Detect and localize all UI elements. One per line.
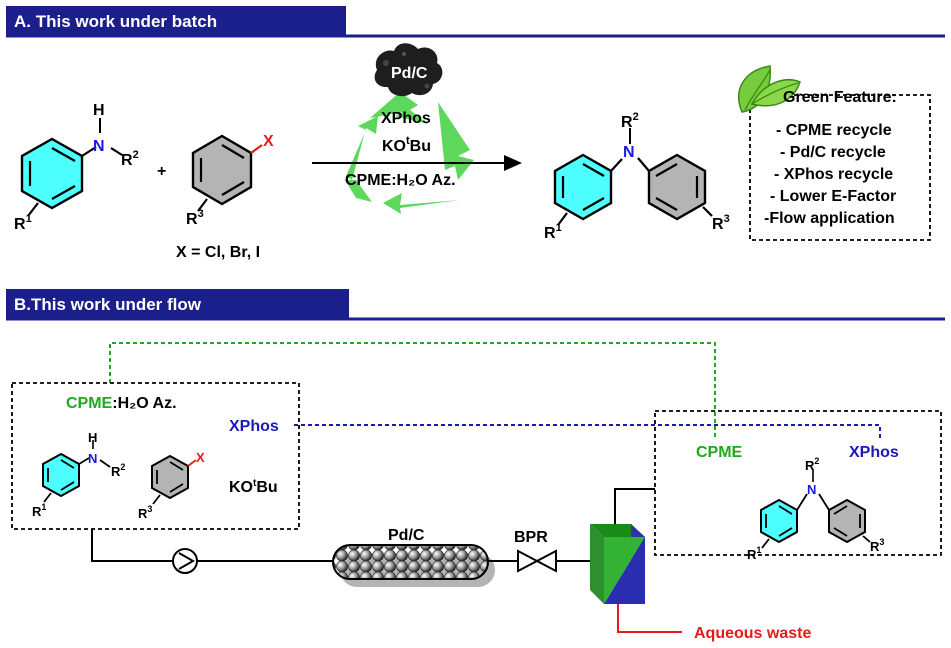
section-a-header: A. This work under batch bbox=[6, 6, 945, 38]
flow-product-r1: R bbox=[747, 547, 757, 562]
packed-bed-column bbox=[332, 544, 495, 587]
green-feature-item-1: - CPME recycle bbox=[776, 122, 892, 139]
flow-xphos-right: XPhos bbox=[849, 444, 899, 461]
flow-product-n: N bbox=[807, 482, 816, 497]
flow-base-sup: t bbox=[253, 478, 257, 489]
green-feature-item-4: - Lower E-Factor bbox=[770, 188, 896, 205]
flow-amine-n: N bbox=[88, 451, 97, 466]
product-r1-label: R bbox=[544, 225, 556, 242]
svg-text:R1: R1 bbox=[747, 545, 761, 562]
flow-solvent-rest: :H₂O Az. bbox=[112, 395, 176, 412]
column-label: Pd/C bbox=[388, 527, 425, 544]
flow-halide-r3-sup: 3 bbox=[147, 504, 152, 514]
svg-text:KOtBu: KOtBu bbox=[229, 478, 278, 496]
batch-base-main: KO bbox=[382, 138, 406, 155]
product-r1-sup: 1 bbox=[556, 222, 562, 234]
svg-text:KOtBu: KOtBu bbox=[382, 135, 431, 155]
flow-product-r3: R bbox=[870, 539, 880, 554]
amine-n-label: N bbox=[93, 138, 105, 155]
svg-text:R3: R3 bbox=[870, 537, 884, 554]
amine-h-label: H bbox=[93, 102, 105, 119]
product-n-label: N bbox=[623, 144, 635, 161]
svg-text:CPME:H₂O Az.: CPME:H₂O Az. bbox=[66, 395, 177, 412]
svg-text:R3: R3 bbox=[712, 213, 730, 233]
cpme-recycle-line bbox=[109, 342, 716, 440]
feed-tubing bbox=[91, 529, 172, 562]
flow-halide-r3: R bbox=[138, 506, 148, 521]
flow-product-r3-sup: 3 bbox=[879, 537, 884, 547]
batch-halide-structure: X R3 X = Cl, Br, I bbox=[176, 133, 274, 261]
flow-amine-h: H bbox=[88, 430, 97, 445]
batch-base-tail: Bu bbox=[410, 138, 431, 155]
flow-base-main: KO bbox=[229, 479, 253, 496]
aqueous-outlet-tubing bbox=[617, 604, 682, 633]
svg-text:R1: R1 bbox=[544, 222, 562, 242]
svg-text:R3: R3 bbox=[138, 504, 152, 521]
product-r2-label: R bbox=[621, 114, 633, 131]
halide-r3-label: R bbox=[186, 211, 198, 228]
bpr-label: BPR bbox=[514, 529, 548, 546]
amine-r1-label: R bbox=[14, 216, 26, 233]
green-feature-item-2: - Pd/C recycle bbox=[780, 144, 886, 161]
flow-solvent-cpme: CPME bbox=[66, 395, 113, 412]
flow-halide-x: X bbox=[196, 450, 205, 465]
flow-amine-r2: R bbox=[111, 464, 121, 479]
amine-r1-sup: 1 bbox=[26, 213, 32, 225]
section-a-title: A. This work under batch bbox=[14, 12, 217, 31]
flow-product-r2: R bbox=[805, 458, 815, 473]
aqueous-waste-label: Aqueous waste bbox=[694, 625, 811, 642]
bpr-valve-icon bbox=[517, 549, 557, 573]
product-box bbox=[654, 410, 942, 556]
flow-amine-r1-sup: 1 bbox=[41, 502, 46, 512]
batch-solvent-label: CPME:H₂O Az. bbox=[345, 172, 456, 189]
batch-ligand-label: XPhos bbox=[381, 110, 431, 127]
pump-icon bbox=[172, 548, 198, 574]
halide-x-label: X bbox=[263, 133, 274, 150]
svg-text:R2: R2 bbox=[805, 456, 819, 473]
svg-text:R1: R1 bbox=[32, 502, 46, 519]
product-r3-label: R bbox=[712, 216, 724, 233]
plus-sign: + bbox=[157, 163, 166, 180]
green-feature-item-3: - XPhos recycle bbox=[774, 166, 893, 183]
leaf-icon bbox=[737, 65, 801, 113]
svg-text:R2: R2 bbox=[121, 149, 139, 169]
catalyst-powder-icon bbox=[374, 43, 443, 97]
batch-catalyst-label: Pd/C bbox=[391, 65, 428, 82]
svg-text:R3: R3 bbox=[186, 208, 204, 228]
flow-halide-structure: X R3 bbox=[138, 450, 205, 521]
flow-xphos-left: XPhos bbox=[229, 418, 279, 435]
flow-amine-r1: R bbox=[32, 504, 42, 519]
green-feature-item-5: -Flow application bbox=[764, 210, 895, 227]
section-b-title: B.This work under flow bbox=[14, 295, 202, 314]
halide-caption: X = Cl, Br, I bbox=[176, 244, 260, 261]
batch-base-sup: t bbox=[406, 135, 410, 147]
amine-r2-sup: 2 bbox=[133, 149, 139, 161]
amine-r2-label: R bbox=[121, 152, 133, 169]
flow-amine-r2-sup: 2 bbox=[120, 462, 125, 472]
flow-base-tail: Bu bbox=[256, 479, 277, 496]
green-feature-box: Green Feature: - CPME recycle - Pd/C rec… bbox=[737, 65, 931, 241]
batch-product-structure: N R2 R1 R3 bbox=[544, 111, 730, 242]
svg-text:R2: R2 bbox=[111, 462, 125, 479]
flow-cpme-right: CPME bbox=[696, 444, 743, 461]
svg-text:R2: R2 bbox=[621, 111, 639, 131]
product-r3-sup: 3 bbox=[724, 213, 730, 225]
section-b-header: B.This work under flow bbox=[6, 289, 945, 321]
feed-box bbox=[11, 382, 300, 530]
separator-icon bbox=[590, 524, 645, 604]
flow-product-r2-sup: 2 bbox=[814, 456, 819, 466]
batch-amine-structure: H N R2 R1 bbox=[14, 102, 139, 233]
organic-outlet-tubing bbox=[614, 488, 655, 524]
green-feature-title: Green Feature: bbox=[783, 89, 897, 106]
flow-product-structure: N R2 R1 R3 bbox=[747, 456, 884, 562]
flow-amine-structure: H N R2 R1 bbox=[32, 430, 125, 519]
svg-text:R1: R1 bbox=[14, 213, 32, 233]
product-r2-sup: 2 bbox=[633, 111, 639, 123]
xphos-recycle-line bbox=[294, 424, 881, 440]
flow-product-r1-sup: 1 bbox=[756, 545, 761, 555]
halide-r3-sup: 3 bbox=[198, 208, 204, 220]
